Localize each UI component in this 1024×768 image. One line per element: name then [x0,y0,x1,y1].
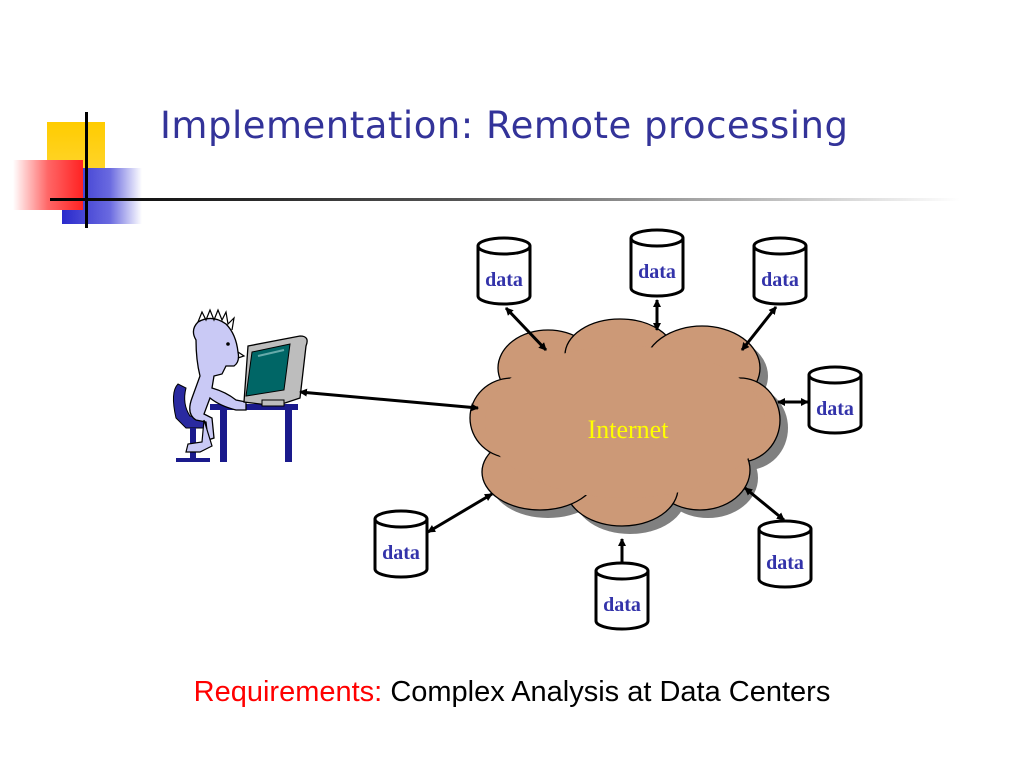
red-square [13,160,83,210]
data-label: data [761,269,799,291]
internet-cloud: Internet [469,318,788,534]
data-node-top-left: data [476,236,532,306]
computer-monitor [243,335,308,407]
data-label: data [382,542,420,564]
data-label: data [603,594,641,616]
cloud-body [485,346,765,498]
data-node-bottom-right: data [757,519,813,589]
data-label: data [766,552,804,574]
data-node-bottom-center: data [594,561,650,631]
arrow-bottom-right [744,486,785,522]
requirements-line: Requirements: Complex Analysis at Data C… [0,676,1024,709]
data-node-bottom-left: data [373,509,429,579]
arrow-user-internet [299,388,479,412]
user-at-computer [172,308,308,462]
arrow-bottom-left [427,492,493,534]
requirements-label: Requirements: [193,676,383,708]
arrow-top-right [740,306,778,351]
data-node-top-center: data [629,228,685,298]
arrow-top-left [504,306,548,352]
corner-decoration [13,112,142,228]
desk [210,404,298,462]
vertical-rule [85,112,88,228]
page-title: Implementation: Remote processing [160,104,849,147]
cloud-label: Internet [588,415,670,444]
connections [299,299,809,575]
data-node-right: data [807,365,863,435]
person [185,308,247,453]
requirements-text: Complex Analysis at Data Centers [390,676,831,708]
title-rule [50,198,960,201]
data-label: data [638,261,676,283]
data-label: data [485,269,523,291]
data-node-top-right: data [752,236,808,306]
data-label: data [816,398,854,420]
